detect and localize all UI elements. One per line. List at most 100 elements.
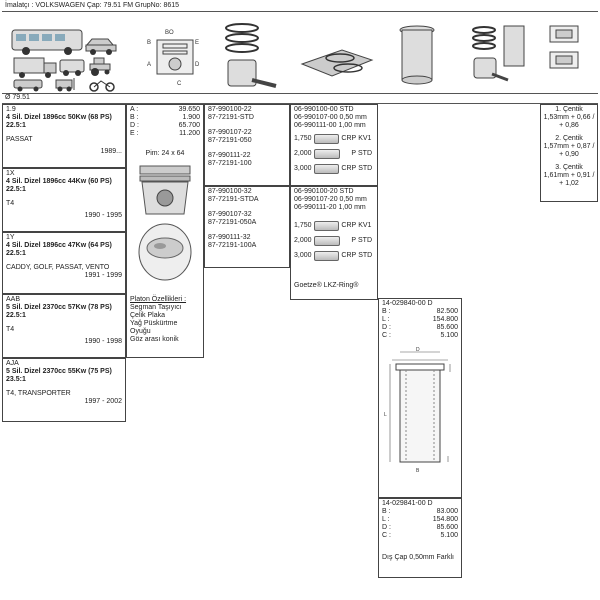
tractor-icon [89,57,111,76]
engine-code: 1X [6,170,15,177]
platon-title: Platon Özellikleri : [130,296,187,304]
vehicle-box: 1.9 4 Sil. Dizel 1896cc 50Kw (68 PS) 22.… [2,104,126,168]
notch-value: 1,57mm + 0,87 / + 0,90 [543,143,595,159]
diagram-label: B [416,468,420,474]
ring-set-group: 06-990100-20 STD 06-990107-20 0,50 mm 06… [290,186,378,300]
diagram-label: BO [165,30,174,36]
notch-title: 3. Çentik [555,164,583,172]
small-car-icon [13,79,43,92]
part-number: 87-72191-100 [208,160,252,168]
diagram-label: E [195,40,199,46]
piston-photo-icon [138,165,192,281]
vehicle-models: T4, TRANSPORTER [6,390,71,398]
part-number: 87-72191-100A [208,242,257,250]
piston-dimension-diagram-icon: B A E D BO C [147,30,200,87]
platon-feature: Göz arası konik [130,336,179,344]
engine-spec: 4 Sil. Dizel 1896cc 50Kw (68 PS) 22.5:1 [6,114,112,130]
ring-profile-icon [313,221,340,232]
platon-feature: Yağ Püskürtme [130,320,178,328]
part-number: 87-990107-22 [208,129,252,137]
ring-part-number: 06-990111-00 1,00 mm [294,122,366,130]
dim-row: C :5.100 [382,332,458,340]
notch-spec-box: 1. Çentik 1,53mm + 0,66 / + 0,86 2. Çent… [540,104,598,202]
liner-diagram-icon: D L B [384,347,451,474]
ring-part-number: 06-990107-20 0,50 mm [294,196,367,204]
motorcycle-icon [89,80,115,92]
engine-code: 1Y [6,234,15,241]
cylinder-liner-box: 14-029841-00 D B :83.000 L :154.800 D :8… [378,498,462,578]
notch-title: 1. Çentik [555,106,583,113]
diagram-label: D [195,62,200,68]
full-kit-icon [472,25,525,82]
vehicle-models: CADDY, GOLF, PASSAT, VENTO [6,264,110,272]
ring-profile-icon [313,134,340,145]
engine-block-icon [549,25,579,69]
cylinder-liner-icon [399,25,435,85]
bus-icon [11,29,83,55]
liner-note: Dış Çap 0,50mm Farklı [382,554,454,562]
vehicle-years: 1997 - 2002 [84,398,122,406]
diameter-bar: Ø 79.51 [2,94,598,104]
vehicle-years: 1989... [100,148,122,156]
ring-part-number: 06-990100-00 STD [294,106,354,113]
ring-part-number: 06-990107-00 0,50 mm [294,114,367,122]
header-bar: İmalatçı : VOLKSWAGEN Çap: 79.51 FM Grup… [2,2,598,12]
ring-set-box-icon [300,49,374,77]
part-number: 87-990100-32 [208,188,252,195]
cylinder-liner-box: 14-029840-00 D B :82.500 L :154.800 D :8… [378,298,462,498]
diagram-label: D [416,347,420,353]
engine-spec: 5 Sil. Dizel 2370cc 55Kw (75 PS) 23.5:1 [6,368,112,384]
piston-part-group: 87-990100-22 87-72191-STD 87-990107-22 8… [204,104,290,186]
vehicle-box: AJA 5 Sil. Dizel 2370cc 55Kw (75 PS) 23.… [2,358,126,422]
vehicle-years: 1990 - 1995 [84,212,122,220]
dim-row: D :85.600 [382,324,458,332]
dim-row: E :11.200 [130,130,200,138]
van-icon [59,59,85,76]
vehicle-models: PASSAT [6,136,33,144]
part-number: 87-72191-050 [208,137,252,145]
platon-feature: Segman Taşıyıcı [130,304,182,312]
dim-row: A :39.650 [130,106,200,113]
piston-spec-box: A :39.650 B :1.900 D :65.700 E :11.200 P… [126,104,204,358]
ring-profile-icon [313,164,340,175]
notch-value: 1,61mm + 0,91 / + 1,02 [543,172,595,188]
forklift-icon [55,78,75,92]
ring-part-number: 06-990111-20 1,00 mm [294,204,366,212]
diagram-label: C [177,81,182,87]
vehicle-box: 1Y 4 Sil. Dizel 1896cc 47Kw (64 PS) 22.5… [2,232,126,294]
header-text: İmalatçı : VOLKSWAGEN Çap: 79.51 FM Grup… [5,2,180,9]
notch-title: 2. Çentik [555,135,583,143]
engine-code: 1.9 [6,106,16,113]
engine-spec: 4 Sil. Dizel 1896cc 44Kw (60 PS) 22.5:1 [6,178,112,194]
ring-part-number: 06-990100-20 STD [294,188,354,195]
ring-profile-icon [314,236,340,247]
dim-row: D :85.600 [382,524,458,532]
part-number: 87-72191-050A [208,219,257,227]
diagram-label: A [147,62,151,68]
vehicle-box: AAB 5 Sil. Dizel 2370cc 57Kw (78 PS) 22.… [2,294,126,358]
dim-row: D :65.700 [130,122,200,130]
ring-set-group: 06-990100-00 STD 06-990107-00 0,50 mm 06… [290,104,378,186]
dim-row: C :5.100 [382,532,458,540]
pin-size: Pim: 24 x 64 [145,150,185,158]
engine-spec: 5 Sil. Dizel 2370cc 57Kw (78 PS) 22.5:1 [6,304,112,320]
part-number: 87-72191-STD [208,114,254,122]
diagram-label: L [384,412,387,418]
vehicle-models: T4 [6,326,15,334]
dim-row: B :83.000 [382,508,458,516]
ring-brand-footer: Goetze® LKZ-Ring® [294,282,359,290]
ring-profile-icon [314,149,340,160]
platon-feature: Çelik Plaka [130,312,166,320]
piston-rings-and-piston-icon [225,23,277,88]
part-number: 87-72191-STDA [208,196,259,204]
vehicle-box: 1X 4 Sil. Dizel 1896cc 44Kw (60 PS) 22.5… [2,168,126,232]
diameter-value: 79.51 [12,94,30,101]
engine-spec: 4 Sil. Dizel 1896cc 47Kw (64 PS) 22.5:1 [6,242,112,258]
part-number: 87-990100-22 [208,106,252,113]
icon-strip: B A E D BO C [2,12,598,94]
liner-part-number: 14-029841-00 D [382,500,433,507]
